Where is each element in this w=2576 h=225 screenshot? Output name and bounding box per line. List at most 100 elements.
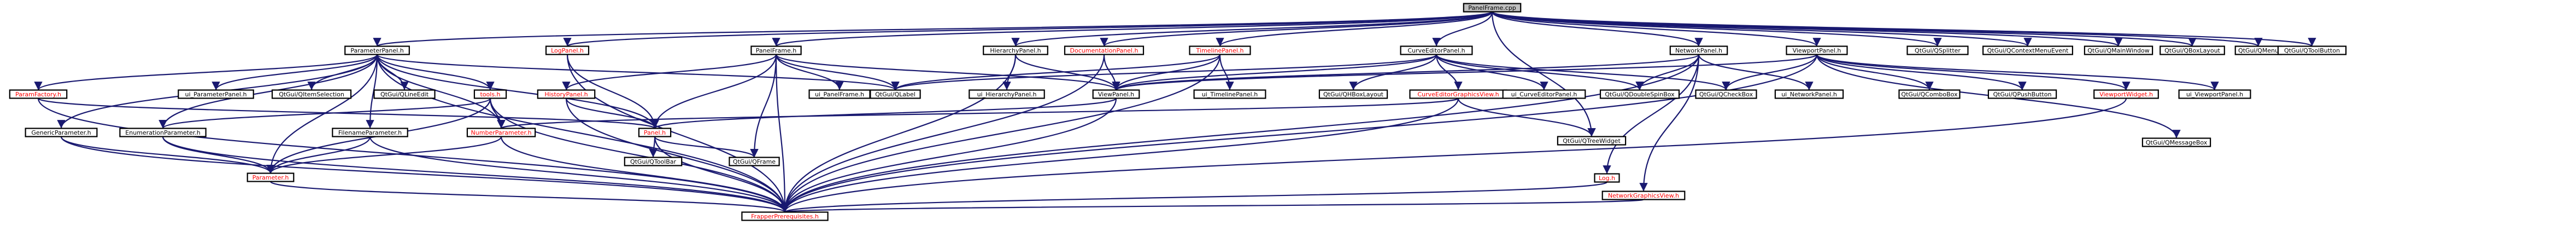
include-edge-viewPanel-to-panelH xyxy=(650,97,1117,129)
include-edge-numberParam-to-frapper xyxy=(500,136,789,212)
node-numberParam[interactable]: NumberParameter.h xyxy=(466,128,536,137)
node-box xyxy=(1786,45,1848,55)
node-qcombo: QtGui/QComboBox xyxy=(1898,89,1961,99)
include-edge-root-to-cePanel xyxy=(1432,11,1493,47)
include-edge-netGraphicsView-to-frapper xyxy=(782,199,1645,213)
node-label: ui_PanelFrame.h xyxy=(815,91,864,98)
include-edge-panelFrame-to-viewPanel xyxy=(775,54,1120,91)
include-edge-paramPanel-to-enumParam xyxy=(159,54,378,129)
node-qframe: QtGui/QFrame xyxy=(729,157,780,166)
node-label: ParameterPanel.h xyxy=(350,47,403,54)
include-edge-viewPanel-to-frapper xyxy=(781,98,1117,212)
include-edge-vpPanel-to-qcombo xyxy=(1816,54,1934,90)
edge-layer xyxy=(34,11,2316,213)
node-viewPanel[interactable]: ViewPanel.h xyxy=(1092,89,1140,99)
node-label: ui_ParameterPanel.h xyxy=(185,91,247,98)
include-edge-vpPanel-to-uiVpPanel xyxy=(1816,54,2219,91)
node-label: CurveEditorPanel.h xyxy=(1407,47,1465,54)
include-edge-root-to-docPanel xyxy=(1100,11,1493,47)
node-qpush: QtGui/QPushButton xyxy=(1987,89,2057,99)
node-uiHierPanel: ui_HierarchyPanel.h xyxy=(969,89,1045,99)
node-box xyxy=(2084,45,2153,55)
include-edge-logH-to-frapper xyxy=(781,181,1608,213)
node-parameterH[interactable]: Parameter.h xyxy=(247,172,295,182)
include-edge-root-to-vpPanel xyxy=(1491,11,1821,47)
node-box xyxy=(2178,89,2251,99)
include-edge-enumParam-to-frapper xyxy=(162,136,789,212)
include-edge-panelFrame-to-historyPanel xyxy=(562,54,777,90)
include-edge-netPanel-to-uiNetPanel xyxy=(1698,54,1814,90)
node-frapper[interactable]: FrapperPrerequisites.h xyxy=(741,211,829,221)
node-uiNetPanel: ui_NetworkPanel.h xyxy=(1774,89,1844,99)
include-edge-paramPanel-to-qlabel xyxy=(376,54,900,91)
include-edge-root-to-paramPanel xyxy=(373,11,1493,47)
include-edge-historyPanel-to-panelH xyxy=(565,98,659,129)
node-label: QtGui/QContextMenuEvent xyxy=(1987,47,2069,54)
node-ceGraphicsView[interactable]: CurveEditorGraphicsView.h xyxy=(1409,89,1507,99)
node-box xyxy=(2160,45,2225,55)
node-box xyxy=(466,128,536,137)
node-box xyxy=(741,211,829,221)
node-label: PanelFrame.h xyxy=(756,47,796,54)
include-edge-cePanel-to-qcheck xyxy=(1435,54,1730,91)
node-panelH[interactable]: Panel.h xyxy=(638,128,672,137)
include-edge-paramPanel-to-paramFactory xyxy=(34,54,378,91)
node-historyPanel[interactable]: HistoryPanel.h xyxy=(537,89,596,99)
node-panelFrame[interactable]: PanelFrame.h xyxy=(750,45,802,55)
node-hierPanel[interactable]: HierarchyPanel.h xyxy=(983,45,1048,55)
include-edge-toolsH-to-enumParam xyxy=(159,97,491,129)
node-logPanel[interactable]: LogPanel.h xyxy=(545,45,590,55)
node-label: QtGui/QLabel xyxy=(875,91,916,98)
node-filenameParam[interactable]: FilenameParameter.h xyxy=(332,128,408,137)
node-label: ui_TimelinePanel.h xyxy=(1202,91,1258,98)
node-label: ui_NetworkPanel.h xyxy=(1781,91,1837,98)
include-edge-netPanel-to-netGraphicsView xyxy=(1639,54,1700,192)
node-tlPanel[interactable]: TimelinePanel.h xyxy=(1189,45,1251,55)
node-vpPanel[interactable]: ViewportPanel.h xyxy=(1786,45,1848,55)
include-edge-cePanel-to-qlabel xyxy=(891,54,1437,91)
node-label: ui_HierarchyPanel.h xyxy=(977,91,1037,98)
node-enumParam[interactable]: EnumerationParameter.h xyxy=(119,128,207,137)
node-box xyxy=(271,89,352,99)
include-edge-genericParam-to-frapper xyxy=(60,136,789,212)
node-toolsH[interactable]: tools.h xyxy=(473,89,507,99)
node-paramPanel[interactable]: ParameterPanel.h xyxy=(344,45,410,55)
node-qhbox: QtGui/QHBoxLayout xyxy=(1318,89,1388,99)
node-label: QtGui/QDoubleSpinBox xyxy=(1605,91,1675,98)
node-label: PanelFrame.cpp xyxy=(1468,4,1516,11)
node-box xyxy=(2141,137,2211,147)
node-box xyxy=(1982,45,2074,55)
node-label: QtGui/QTreeWidget xyxy=(1563,137,1621,145)
include-edge-filenameParam-to-parameterH xyxy=(266,136,371,174)
include-edge-panelFrame-to-uiPanelFrame xyxy=(775,54,844,90)
node-label: FrapperPrerequisites.h xyxy=(751,213,819,220)
node-box xyxy=(2277,45,2347,55)
node-logH[interactable]: Log.h xyxy=(1594,173,1620,183)
node-label: Log.h xyxy=(1599,175,1615,182)
node-paramFactory[interactable]: ParamFactory.h xyxy=(9,89,68,99)
node-box xyxy=(178,89,254,99)
node-cePanel[interactable]: CurveEditorPanel.h xyxy=(1400,45,1473,55)
include-edge-root-to-hierPanel xyxy=(1011,11,1493,47)
node-label: EnumerationParameter.h xyxy=(125,129,200,136)
node-genericParam[interactable]: GenericParameter.h xyxy=(25,128,98,137)
node-label: HierarchyPanel.h xyxy=(990,47,1041,54)
node-qmsgbox: QtGui/QMessageBox xyxy=(2141,137,2211,147)
node-qitemsel: QtGui/QItemSelection xyxy=(271,89,352,99)
node-box xyxy=(870,89,921,99)
include-edge-root-to-tlPanel xyxy=(1216,11,1493,47)
node-netPanel[interactable]: NetworkPanel.h xyxy=(1669,45,1728,55)
include-edge-ceGraphicsView-to-numberParam xyxy=(497,97,1459,129)
node-label: QtGui/QToolBar xyxy=(630,158,677,165)
include-edge-panelFrame-to-qlabel xyxy=(775,54,900,90)
node-docPanel[interactable]: DocumentationPanel.h xyxy=(1064,45,1145,55)
node-netGraphicsView[interactable]: NetworkGraphicsView.h xyxy=(1601,191,1686,200)
include-edge-vpPanel-to-viewPanel xyxy=(1112,54,1818,91)
include-edge-netPanel-to-logH xyxy=(1603,54,1700,174)
node-label: GenericParameter.h xyxy=(31,129,91,136)
node-qcheck: QtGui/QCheckBox xyxy=(1695,89,1757,99)
node-label: ParamFactory.h xyxy=(15,91,61,98)
node-vpWidget[interactable]: ViewportWidget.h xyxy=(2093,89,2159,99)
include-edge-netPanel-to-qdspin xyxy=(1635,54,1700,90)
